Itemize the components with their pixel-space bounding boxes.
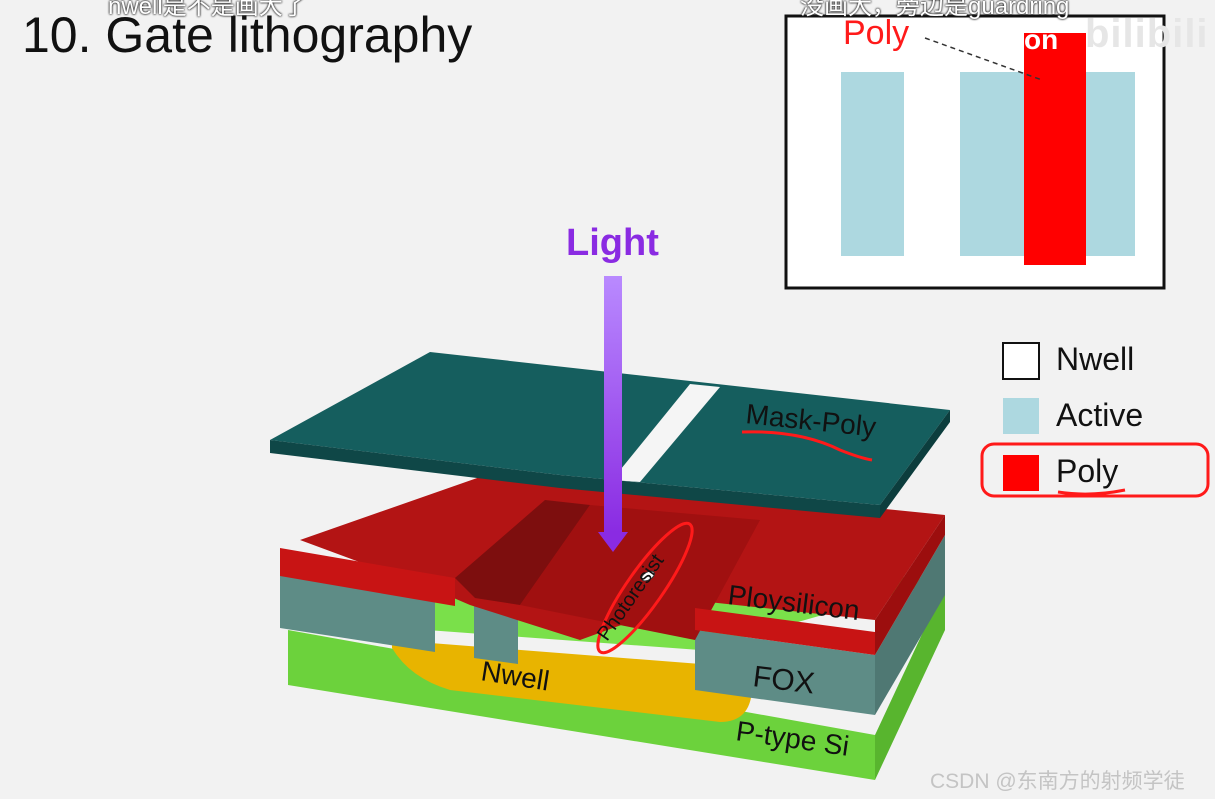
inset-poly-rect: [1024, 33, 1086, 265]
poly-center: [520, 505, 760, 640]
legend-poly-label: Poly: [1056, 453, 1119, 489]
light-label: Light: [566, 222, 659, 264]
legend-poly-underline: [1057, 488, 1126, 496]
nwell-region: [392, 640, 752, 722]
inset-active-left: [841, 72, 904, 256]
inset-arrow-line: [924, 37, 1043, 81]
poly-left-front: [280, 548, 455, 606]
mask-plate-side: [880, 410, 950, 518]
mask-underline: [741, 430, 873, 462]
legend-active-swatch: [1003, 398, 1039, 434]
light-arrowhead: [598, 532, 628, 552]
mask-plate-front: [270, 440, 880, 518]
fox-label: FOX: [751, 660, 816, 700]
csdn-watermark: CSDN @东南方的射频学徒: [930, 770, 1185, 793]
danmaku-comment-right: 没画大，旁边是guardring: [800, 0, 1070, 20]
mask-slit: [612, 384, 720, 482]
photoresist-annotation-circle: [596, 521, 694, 655]
legend-poly-annotation-box: [980, 442, 1210, 498]
fox-right: [695, 630, 875, 715]
poly-right-side: [875, 515, 945, 655]
legend-active-label: Active: [1056, 397, 1144, 433]
legend-poly-swatch: [1003, 455, 1039, 491]
substrate-side: [875, 585, 945, 780]
poly-right-front: [695, 608, 875, 655]
cursor-icon: [641, 570, 655, 582]
page-title: 10. Gate lithography: [22, 7, 473, 63]
inset-overlay-text: on: [1024, 24, 1059, 55]
bilibili-logo: bilibili: [1085, 12, 1209, 56]
legend-nwell-swatch: [1002, 342, 1040, 380]
light-beam: [604, 276, 622, 532]
danmaku-comment-left: nwell是不是画大了: [108, 0, 307, 20]
fox-right-side: [875, 535, 945, 715]
legend-nwell-label: Nwell: [1056, 341, 1135, 377]
poly-trench: [455, 500, 590, 605]
inset-poly-label: Poly: [843, 14, 910, 52]
